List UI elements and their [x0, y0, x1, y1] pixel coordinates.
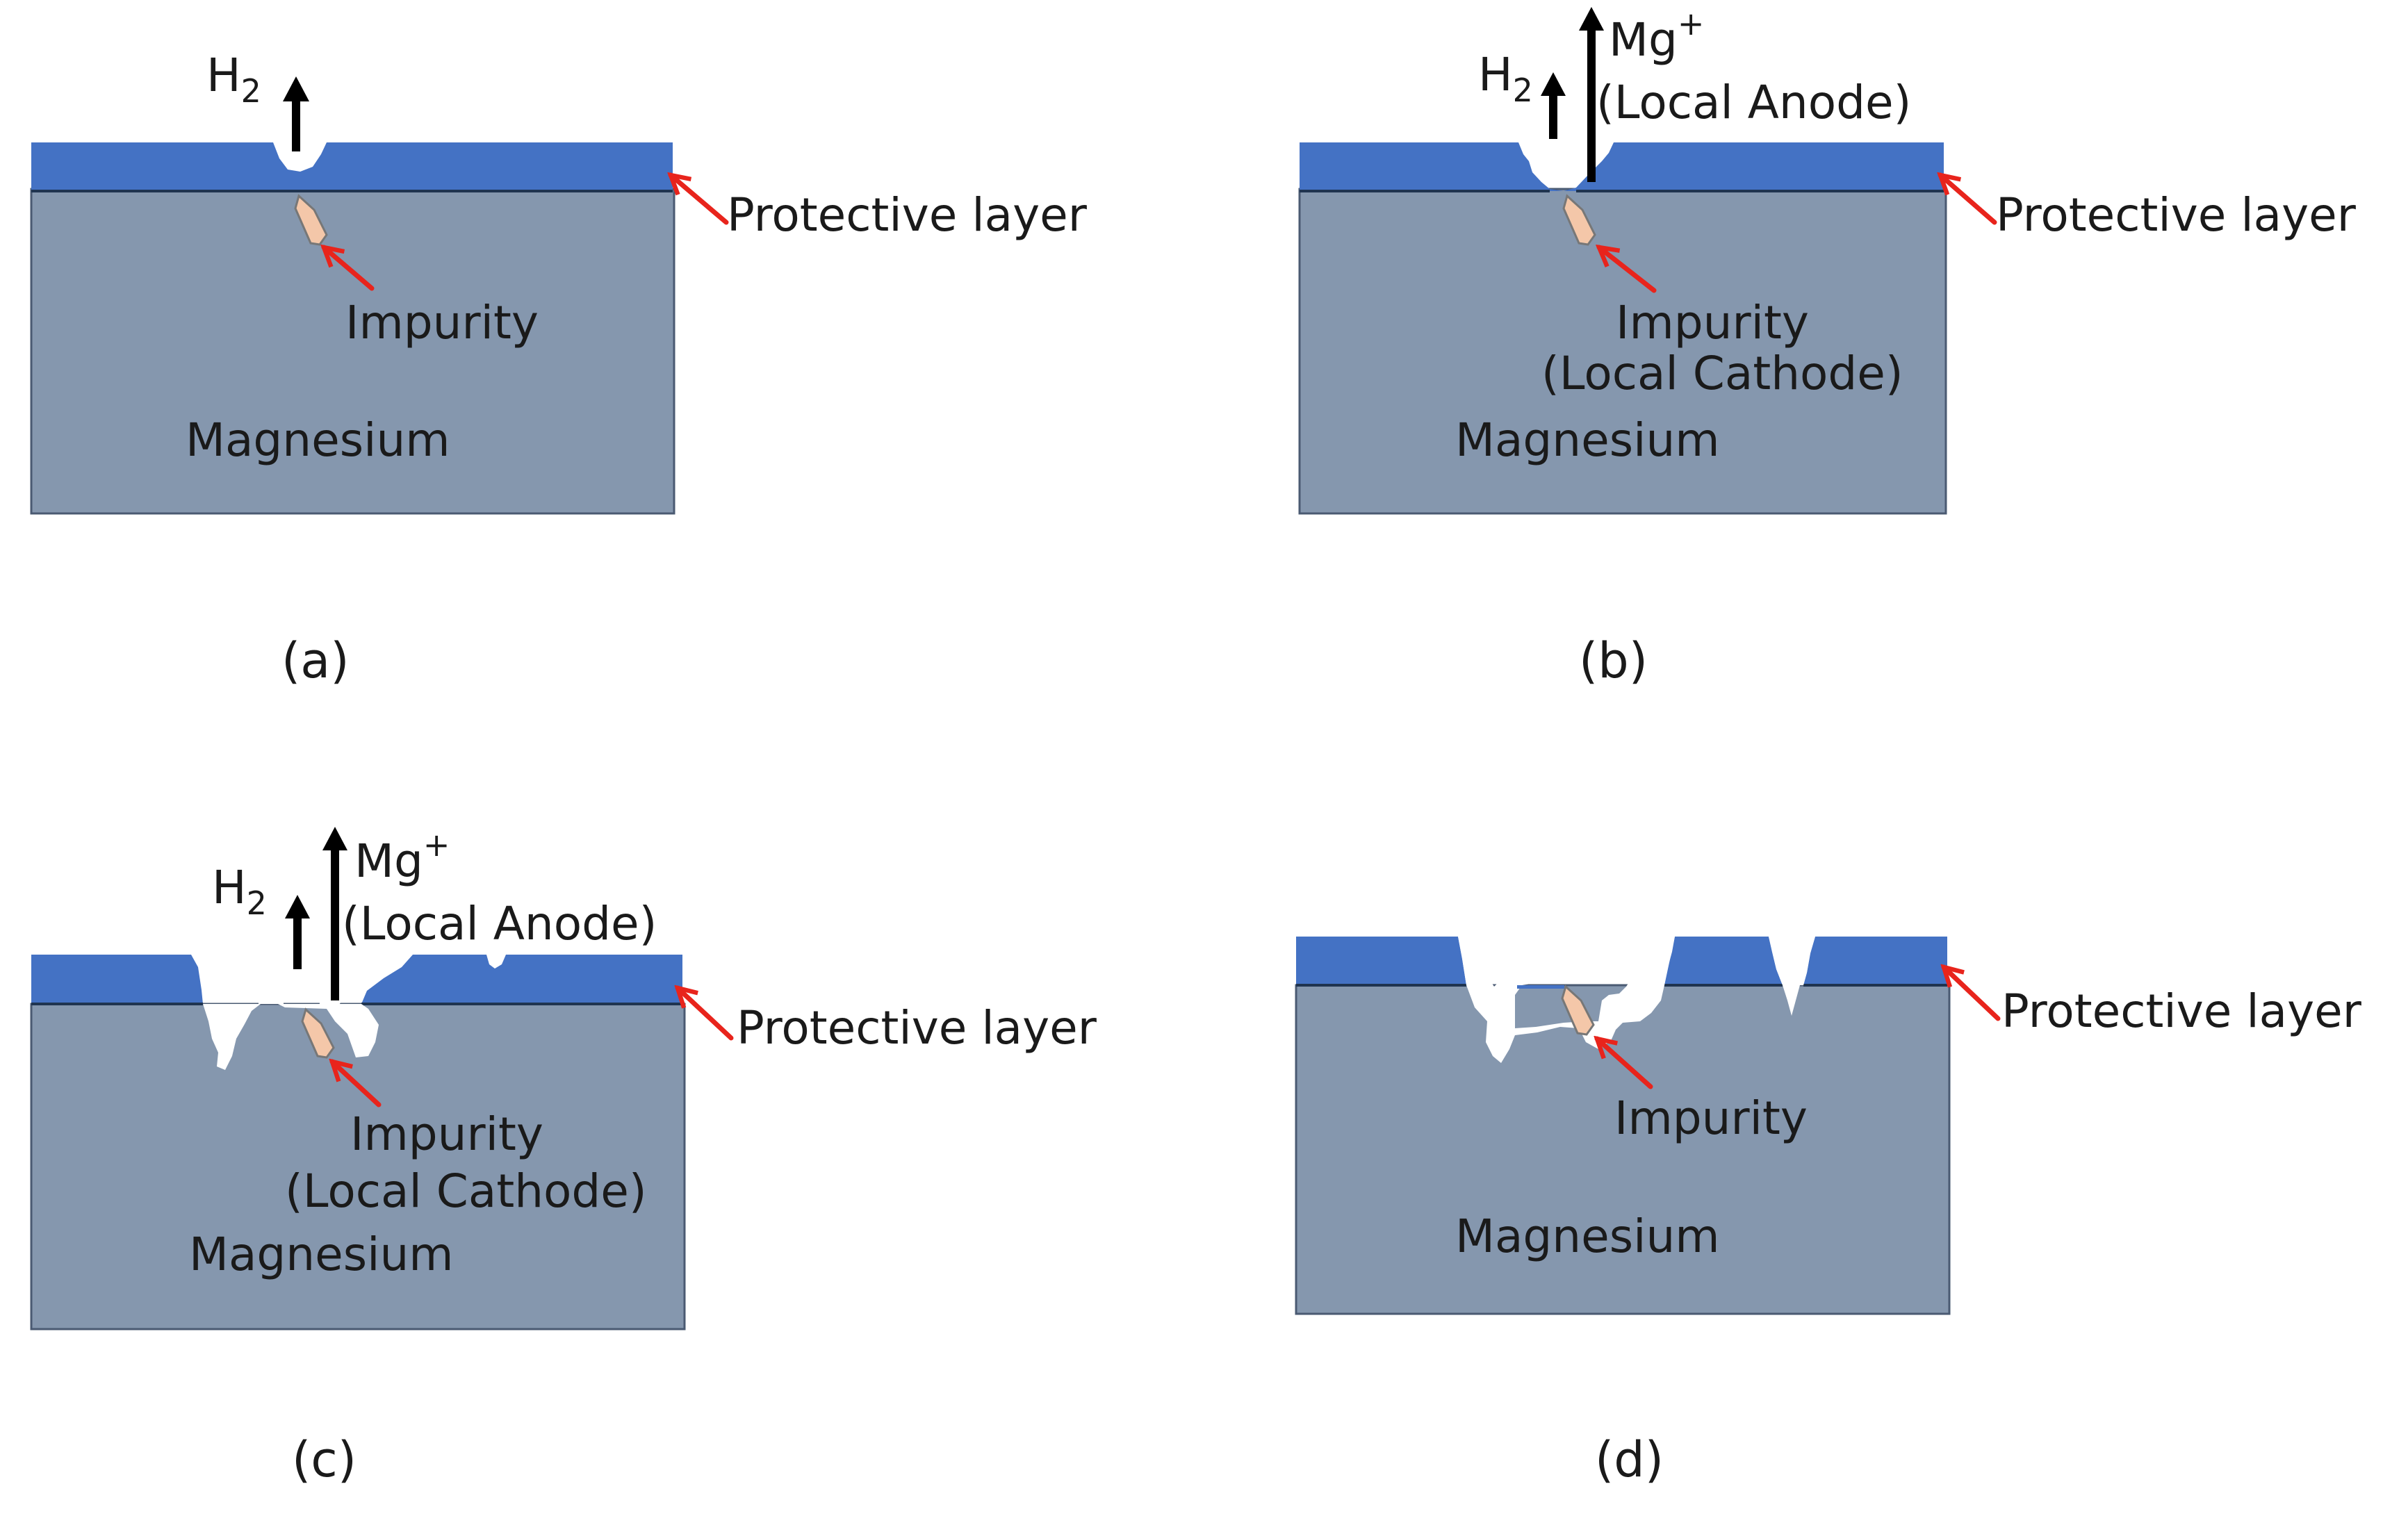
protective-layer	[31, 142, 673, 191]
panel-c: H2 Mg+ (Local Anode) Protective layer Im…	[30, 826, 1097, 1488]
impurity-label: Impurity	[350, 1107, 543, 1161]
impurity-particle	[1562, 194, 1596, 246]
panel-a: H2 Protective layer Impurity Magnesium (…	[30, 49, 1088, 689]
protective-layer-arrow	[671, 175, 729, 225]
caption-c: (c)	[292, 1431, 357, 1488]
h2-label: H2	[212, 861, 267, 922]
impurity-arrow	[1597, 1039, 1653, 1089]
local-cathode-label: (Local Cathode)	[1541, 347, 1903, 400]
magnesium-label: Magnesium	[189, 1228, 454, 1281]
magnesium-block	[1295, 984, 1951, 1315]
protective-layer-label: Protective layer	[737, 1001, 1097, 1055]
protective-layer	[1300, 142, 1944, 191]
magnesium-label: Magnesium	[1455, 1210, 1720, 1263]
local-cathode-label: (Local Cathode)	[285, 1164, 647, 1218]
mg-label: Mg+	[354, 826, 450, 888]
impurity-label: Impurity	[345, 296, 539, 349]
caption-d: (d)	[1595, 1431, 1664, 1488]
magnesium-block	[1298, 188, 1947, 515]
impurity-particle	[301, 1007, 335, 1059]
corrosion-pit	[1769, 937, 1815, 985]
local-anode-label: (Local Anode)	[1596, 76, 1911, 129]
impurity-arrow	[332, 1062, 382, 1107]
protective-layer	[31, 955, 682, 1004]
corrosion-pit	[318, 955, 361, 1009]
h2-label: H2	[206, 49, 261, 110]
protective-layer-label: Protective layer	[727, 188, 1088, 242]
magnesium-block	[30, 188, 675, 515]
protective-layer-arrow	[1940, 175, 1997, 225]
corrosion-pit	[259, 955, 284, 1004]
mg-label: Mg+	[1609, 5, 1704, 67]
magnesium-label: Magnesium	[1455, 413, 1720, 467]
corrosion-pit	[203, 1004, 379, 1070]
protective-layer	[1296, 937, 1947, 985]
corrosion-pit	[1783, 985, 1800, 1016]
local-anode-label: (Local Anode)	[342, 897, 657, 950]
h2-arrow-head	[1541, 72, 1566, 96]
protective-layer-label: Protective layer	[2001, 984, 2362, 1038]
impurity-arrow	[324, 247, 375, 291]
protective-layer-label: Protective layer	[1996, 188, 2357, 242]
panel-b: H2 Mg+ (Local Anode) Protective layer Im…	[1298, 5, 2357, 689]
protective-layer-arrow	[1944, 967, 2001, 1021]
detached-layer-fragment	[1517, 985, 1564, 989]
h2-arrow-head	[285, 895, 310, 918]
impurity-label: Impurity	[1616, 296, 1809, 349]
h2-label: H2	[1478, 48, 1533, 109]
impurity-particle	[294, 194, 328, 246]
caption-b: (b)	[1579, 632, 1648, 689]
caption-a: (a)	[281, 632, 350, 689]
impurity-particle	[1561, 984, 1595, 1036]
magnesium-label: Magnesium	[186, 413, 450, 467]
mg-arrow-head	[1579, 7, 1604, 31]
mg-arrow-head	[322, 827, 347, 850]
protective-layer-arrow	[678, 988, 734, 1041]
corrosion-pit	[1458, 937, 1675, 1063]
impurity-arrow	[1599, 247, 1657, 293]
h2-arrow-head	[283, 76, 309, 101]
panel-d: Protective layer Impurity Magnesium (d)	[1295, 937, 2362, 1488]
impurity-label: Impurity	[1614, 1091, 1808, 1145]
